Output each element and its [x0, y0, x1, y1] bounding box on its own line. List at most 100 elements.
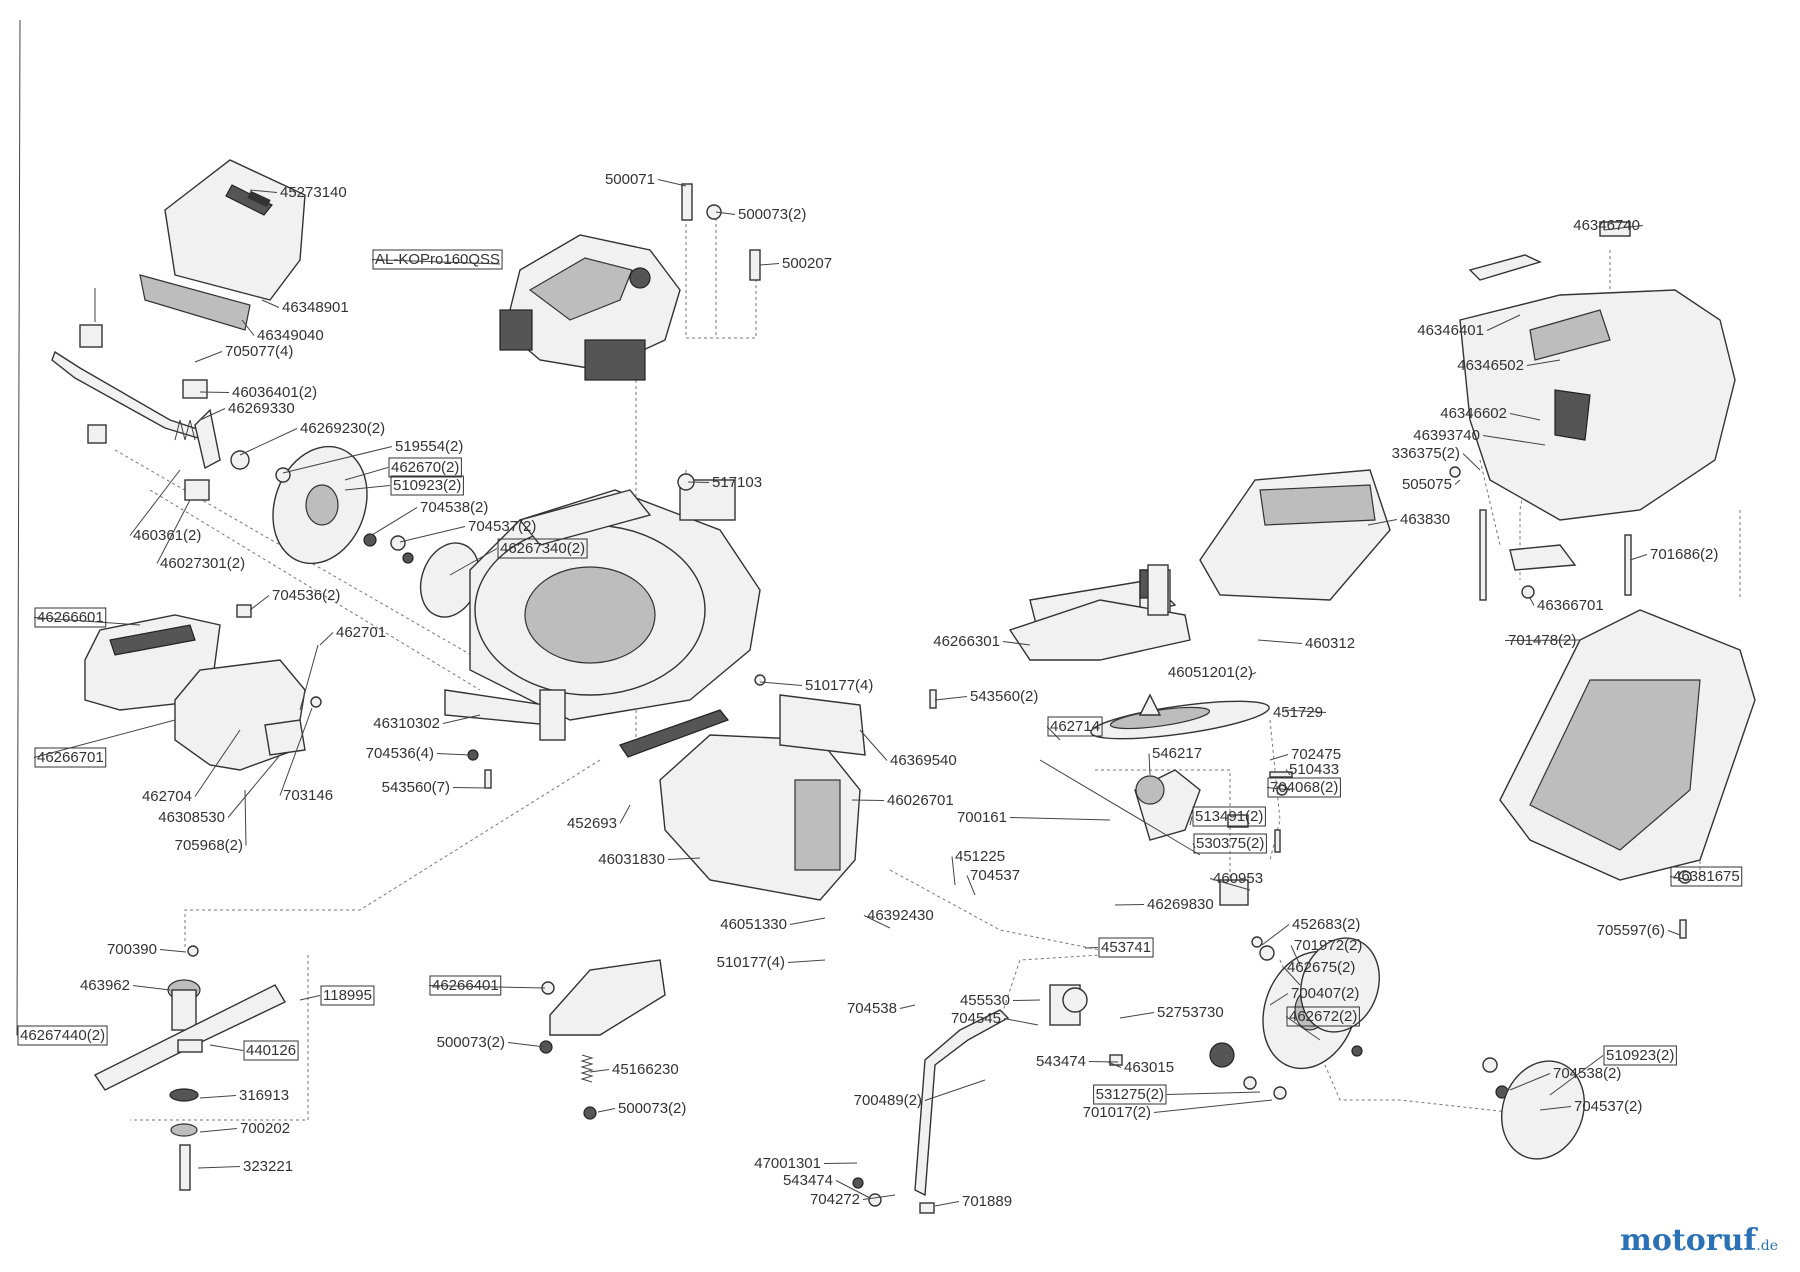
leader-line	[924, 1079, 986, 1101]
leader-line	[1009, 817, 1111, 821]
part-number: 705077(4)	[225, 343, 293, 360]
leader-line	[657, 179, 687, 187]
part-number: 462714	[1050, 718, 1100, 735]
part-number: 704545	[951, 1010, 1001, 1027]
part-label-543474: 543474	[1036, 1053, 1086, 1070]
part-number: 701478(2)	[1508, 632, 1576, 649]
part-label-46369540: 46369540	[890, 752, 957, 769]
part-number: 546217	[1152, 745, 1202, 762]
part-number-box	[1670, 866, 1743, 887]
leader-line	[934, 1201, 960, 1207]
leader-line	[934, 696, 968, 701]
part-label-462672-2-: 462672(2)	[1286, 1006, 1360, 1027]
part-label-45273140: 45273140	[280, 184, 347, 201]
leader-line	[199, 1095, 237, 1099]
part-number: 46031830	[598, 851, 665, 868]
leader-line	[449, 548, 498, 576]
part-label-46266301: 46266301	[933, 633, 1000, 650]
part-label-704538-2-: 704538(2)	[420, 499, 488, 516]
part-number-box	[1193, 833, 1267, 854]
leader-line	[199, 391, 230, 393]
part-label-323221: 323221	[243, 1158, 293, 1175]
leader-line	[1486, 314, 1521, 331]
part-label-704538: 704538	[847, 1000, 897, 1017]
part-number-box	[390, 475, 464, 496]
part-number: 46027301(2)	[160, 555, 245, 572]
part-label-46308530: 46308530	[158, 809, 225, 826]
part-label-118995: 118995	[320, 985, 375, 1006]
part-number: 46349040	[257, 327, 324, 344]
leader-line	[687, 481, 710, 483]
part-number: 500071	[605, 171, 655, 188]
part-number-box	[1603, 1045, 1677, 1066]
part-number: 452693	[567, 815, 617, 832]
part-label-46346602: 46346602	[1440, 405, 1507, 422]
part-number-box	[1047, 716, 1103, 737]
part-number: 500073(2)	[437, 1034, 505, 1051]
part-number: 46310302	[373, 715, 440, 732]
part-label-460361-2-: 460361(2)	[133, 527, 201, 544]
part-label-453741: 453741	[1098, 937, 1154, 958]
leader-line	[1504, 639, 1581, 641]
leader-line	[589, 1069, 610, 1073]
leader-line	[759, 263, 780, 266]
part-number: 704538(2)	[1553, 1065, 1621, 1082]
part-number: 704537	[970, 867, 1020, 884]
part-number: 46381675	[1673, 868, 1740, 885]
part-number: 46369540	[890, 752, 957, 769]
part-number: 701017(2)	[1083, 1104, 1151, 1121]
part-number: 462670(2)	[391, 459, 459, 476]
leader-line	[1285, 769, 1291, 776]
leader-line	[1283, 967, 1301, 986]
leader-line	[1002, 641, 1031, 646]
leader-line	[1153, 1099, 1273, 1113]
leader-line	[667, 857, 701, 860]
part-number: 46346740	[1573, 217, 1640, 234]
part-number: 460361(2)	[133, 527, 201, 544]
part-label-46366701: 46366701	[1537, 597, 1604, 614]
part-label-543560-7-: 543560(7)	[382, 779, 450, 796]
part-number-box	[497, 538, 588, 559]
part-number-box	[1286, 1006, 1360, 1027]
part-number: 463830	[1400, 511, 1450, 528]
part-label-AL-KOPro160QSS: AL-KOPro160QSS	[372, 249, 503, 270]
part-label-700202: 700202	[240, 1120, 290, 1137]
part-label-704545: 704545	[951, 1010, 1001, 1027]
part-number: 455530	[960, 992, 1010, 1009]
part-number: 510433	[1289, 761, 1339, 778]
leader-line	[428, 985, 546, 989]
part-label-546217: 546217	[1152, 745, 1202, 762]
part-label-701017-2-: 701017(2)	[1083, 1104, 1151, 1121]
part-number: 700489(2)	[854, 1092, 922, 1109]
leader-line	[1257, 639, 1303, 644]
part-number: 517103	[712, 474, 762, 491]
part-number: 46026701	[887, 792, 954, 809]
part-number-box	[320, 985, 375, 1006]
part-number: 46393740	[1413, 427, 1480, 444]
leader-line	[789, 917, 826, 925]
part-label-704272: 704272	[810, 1191, 860, 1208]
leader-line	[1526, 359, 1561, 366]
part-label-46392430: 46392430	[867, 907, 934, 924]
leader-line	[1509, 413, 1541, 421]
leader-line	[241, 319, 255, 336]
leader-line	[1249, 672, 1257, 676]
leader-line	[1667, 930, 1681, 936]
part-label-700489-2-: 700489(2)	[854, 1092, 922, 1109]
leader-line	[249, 595, 270, 611]
part-label-463015: 463015	[1124, 1059, 1174, 1076]
part-label-462701: 462701	[336, 624, 386, 641]
leader-line	[1269, 754, 1289, 761]
part-number: 451729	[1273, 704, 1323, 721]
leader-line	[859, 729, 888, 761]
leader-line	[1529, 597, 1535, 606]
part-number: 519554(2)	[395, 438, 463, 455]
part-labels: 452731404634890146349040705077(4)4603640…	[17, 171, 1743, 1210]
part-number: 510177(4)	[717, 954, 785, 971]
part-label-45166230: 45166230	[612, 1061, 679, 1078]
part-label-46393740: 46393740	[1413, 427, 1480, 444]
part-number: 704536(2)	[272, 587, 340, 604]
part-number: 45273140	[280, 184, 347, 201]
part-label-46266601: 46266601	[34, 607, 107, 628]
